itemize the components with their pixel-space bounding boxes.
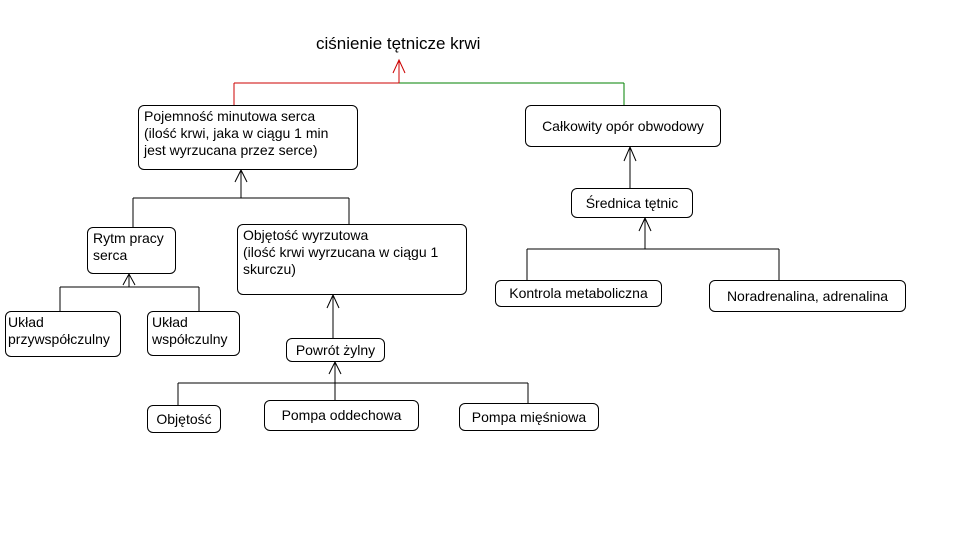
arrow-to-pojemnosc	[234, 168, 248, 183]
node-srednica-tetnic: Średnica tętnic	[571, 188, 693, 218]
arrow-to-srednica	[638, 216, 652, 232]
node-pojemnosc-minutowa: Pojemność minutowa serca (ilość krwi, ja…	[138, 105, 358, 170]
node-pompa-miesniowa: Pompa mięśniowa	[459, 403, 599, 431]
arrow-to-powrot	[328, 360, 342, 375]
node-objetosc: Objętość	[147, 405, 221, 433]
arrow-to-opor	[623, 145, 637, 162]
arrow-to-objetosc-wyrzutowa	[326, 293, 340, 309]
diagram-title: ciśnienie tętnicze krwi	[316, 34, 481, 53]
node-pompa-oddechowa: Pompa oddechowa	[264, 400, 419, 431]
node-noradrenalina: Noradrenalina, adrenalina	[709, 280, 906, 312]
node-kontrola-metaboliczna: Kontrola metaboliczna	[495, 280, 662, 307]
node-objetosc-wyrzutowa: Objętość wyrzutowa (ilość krwi wyrzucana…	[237, 224, 467, 295]
node-uklad-wspolczulny: Układ współczulny	[147, 311, 240, 356]
node-rytm-pracy: Rytm pracy serca	[87, 227, 176, 274]
node-powrot-zylny: Powrót żylny	[286, 338, 385, 362]
node-calkowity-opor: Całkowity opór obwodowy	[525, 105, 721, 147]
arrow-to-title-head	[392, 58, 406, 74]
arrow-to-rytm	[122, 272, 136, 286]
node-uklad-przywspolczulny: Układ przywspółczulny	[5, 311, 121, 357]
